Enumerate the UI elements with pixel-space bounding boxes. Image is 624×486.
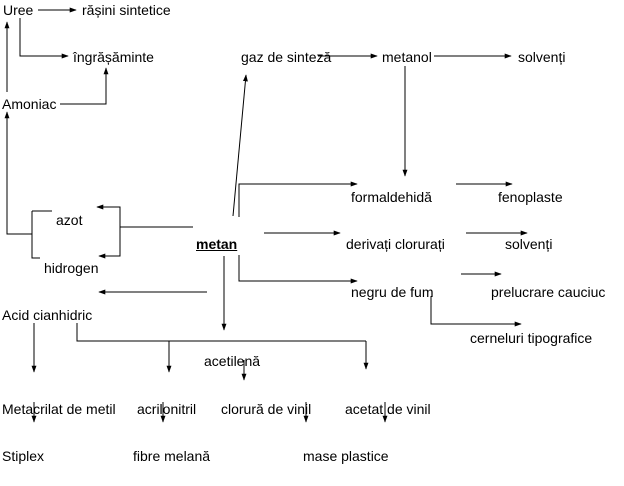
arrow-metan-gaz bbox=[232, 74, 248, 217]
node-rasini-sintetice: rășini sintetice bbox=[82, 2, 171, 18]
node-hidrogen: hidrogen bbox=[44, 260, 99, 276]
node-fibre-melana: fibre melană bbox=[133, 448, 211, 464]
node-fenoplaste: fenoplaste bbox=[498, 189, 563, 205]
node-solventi-2: solvenți bbox=[505, 236, 553, 252]
node-negru-de-fum: negru de fum bbox=[351, 284, 434, 300]
node-metanol: metanol bbox=[382, 49, 432, 65]
node-acid-cianhidric: Acid cianhidric bbox=[2, 307, 93, 323]
arrow-amoniac-ingrasaminte bbox=[60, 67, 109, 105]
node-formaldehida: formaldehidă bbox=[351, 189, 432, 205]
node-clorura-de-vinil: clorură de vinil bbox=[221, 401, 312, 417]
arrow-uree-ingrasaminte bbox=[19, 18, 69, 59]
arrow-bracket-amoniac bbox=[4, 111, 33, 235]
bracket-left-bottom bbox=[31, 234, 40, 259]
node-cerneluri-tipografice: cerneluri tipografice bbox=[470, 330, 593, 346]
node-prelucrare-cauciuc: prelucrare cauciuc bbox=[491, 284, 606, 300]
line-acid-horizontal bbox=[76, 323, 366, 342]
arrow-metan-negru bbox=[238, 255, 358, 284]
node-metacrilat-de-metil: Metacrilat de metil bbox=[2, 401, 116, 417]
node-uree: Uree bbox=[3, 2, 34, 18]
node-solventi-1: solvenți bbox=[518, 49, 566, 65]
node-acrilonitril: acrilonitril bbox=[137, 401, 197, 417]
node-derivati-clorurati: derivați clorurați bbox=[346, 236, 445, 252]
node-mase-plastice: mase plastice bbox=[303, 448, 389, 464]
node-ingrasaminte: îngrășăminte bbox=[73, 49, 154, 65]
arrow-to-azot bbox=[96, 204, 121, 227]
node-acetat-de-vinil: acetat de vinil bbox=[345, 401, 431, 417]
arrow-to-hidrogen bbox=[98, 227, 121, 259]
node-gaz-de-sinteza: gaz de sinteză bbox=[241, 49, 332, 65]
arrow-metan-formaldehida bbox=[238, 181, 358, 217]
arrow-negru-cerneluri bbox=[430, 296, 522, 327]
node-amoniac: Amoniac bbox=[2, 96, 57, 112]
node-acetilena: acetilenă bbox=[204, 353, 261, 369]
node-metan: metan bbox=[196, 236, 238, 252]
node-stiplex: Stiplex bbox=[2, 448, 45, 464]
node-azot: azot bbox=[56, 212, 83, 228]
